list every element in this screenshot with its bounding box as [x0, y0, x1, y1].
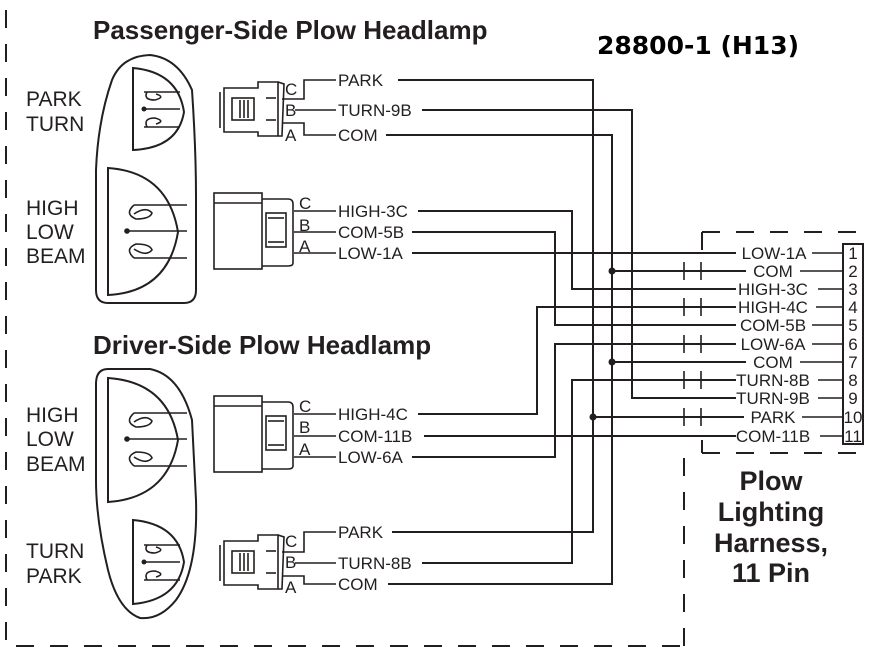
harness-pin-label: HIGH-4C [738, 298, 808, 317]
pin-letter: B [285, 101, 296, 120]
harness-pin-number: 1 [848, 244, 857, 263]
wire-label: COM [338, 575, 378, 594]
wire-label: LOW-6A [338, 448, 404, 467]
wire-label: COM [338, 126, 378, 145]
harness-pin-label: COM [753, 353, 793, 372]
harness-pin-number: 9 [848, 389, 857, 408]
driver-upper-lamp-label-3: BEAM [26, 453, 86, 476]
wire-label: PARK [338, 523, 384, 542]
harness-title-line-1: Plow [739, 466, 803, 496]
passenger-title: Passenger-Side Plow Headlamp [93, 15, 487, 45]
harness-title-line-2: Lighting [718, 497, 824, 527]
harness-pin-label: TURN-8B [736, 371, 810, 390]
pin-letter: C [299, 397, 311, 416]
routing-wires [386, 79, 746, 585]
harness-pin-label: HIGH-3C [738, 280, 808, 299]
harness-pin-label: LOW-1A [742, 244, 808, 263]
pin-letter: C [285, 532, 297, 551]
driver-upper-lamp-label-1: HIGH [26, 404, 79, 427]
pin-letter: B [299, 216, 310, 235]
harness-pin-label: PARK [750, 408, 796, 427]
harness-pin-numbers: 1 2 3 4 5 6 7 8 9 10 11 [844, 244, 863, 446]
harness-pin-number: 6 [848, 335, 857, 354]
harness-title-line-4: 11 Pin [732, 558, 810, 588]
passenger-lower-lamp-label-2: LOW [26, 221, 74, 244]
pin-letter: A [299, 440, 311, 459]
harness-pin-label: COM-5B [740, 316, 806, 335]
wire-label: HIGH-3C [338, 202, 408, 221]
wire-label: TURN-8B [338, 554, 412, 573]
passenger-headlamp [95, 53, 197, 304]
pin-letter: B [299, 418, 310, 437]
wire-label: TURN-9B [338, 101, 412, 120]
harness-pin-number: 11 [844, 427, 862, 446]
driver-small-connector [219, 534, 285, 590]
harness-pin-number: 2 [848, 262, 857, 281]
driver-lower-lamp-label-2: PARK [26, 565, 82, 588]
connector-leads [282, 79, 336, 585]
pin-letter: A [285, 578, 297, 597]
passenger-small-connector [219, 81, 285, 137]
pin-letter: C [285, 80, 297, 99]
driver-upper-lamp-label-2: LOW [26, 428, 74, 451]
driver-title: Driver-Side Plow Headlamp [93, 330, 431, 360]
harness-pin-number: 10 [844, 408, 863, 427]
harness-connector [842, 243, 864, 445]
driver-large-connector [213, 395, 294, 473]
pin-letter: B [285, 553, 296, 572]
pin-letter: A [299, 237, 311, 256]
harness-pin-label: COM [753, 262, 793, 281]
harness-pin-number: 4 [848, 298, 857, 317]
wire-label: LOW-1A [338, 244, 404, 263]
passenger-upper-lamp-label-2: TURN [26, 113, 84, 136]
passenger-large-connector [213, 192, 294, 270]
passenger-lower-lamp-label-1: HIGH [26, 197, 79, 220]
wire-label: COM-5B [338, 223, 404, 242]
outer-boundary [5, 10, 870, 647]
harness-pin-number: 5 [848, 316, 857, 335]
pin-letter: C [299, 194, 311, 213]
wire-label: HIGH-4C [338, 405, 408, 424]
harness-pin-label: COM-11B [736, 427, 810, 446]
harness-pin-number: 7 [848, 353, 857, 372]
harness-pin-label: LOW-6A [741, 335, 807, 354]
wire-label: COM-11B [338, 427, 412, 446]
harness-pin-number: 8 [848, 371, 857, 390]
harness-title-line-3: Harness, [714, 528, 828, 558]
harness-pin-labels: LOW-1A COM HIGH-3C HIGH-4C COM-5B LOW-6A… [736, 244, 843, 446]
driver-headlamp [95, 368, 198, 620]
pin-letter: A [285, 126, 297, 145]
passenger-lower-lamp-label-3: BEAM [26, 245, 86, 268]
passenger-upper-lamp-label-1: PARK [26, 88, 82, 111]
part-number: 28800-1 (H13) [597, 31, 799, 60]
wire-label: PARK [338, 71, 384, 90]
harness-pin-label: TURN-9B [736, 389, 810, 408]
driver-lower-lamp-label-1: TURN [26, 540, 84, 563]
harness-pin-number: 3 [848, 280, 857, 299]
